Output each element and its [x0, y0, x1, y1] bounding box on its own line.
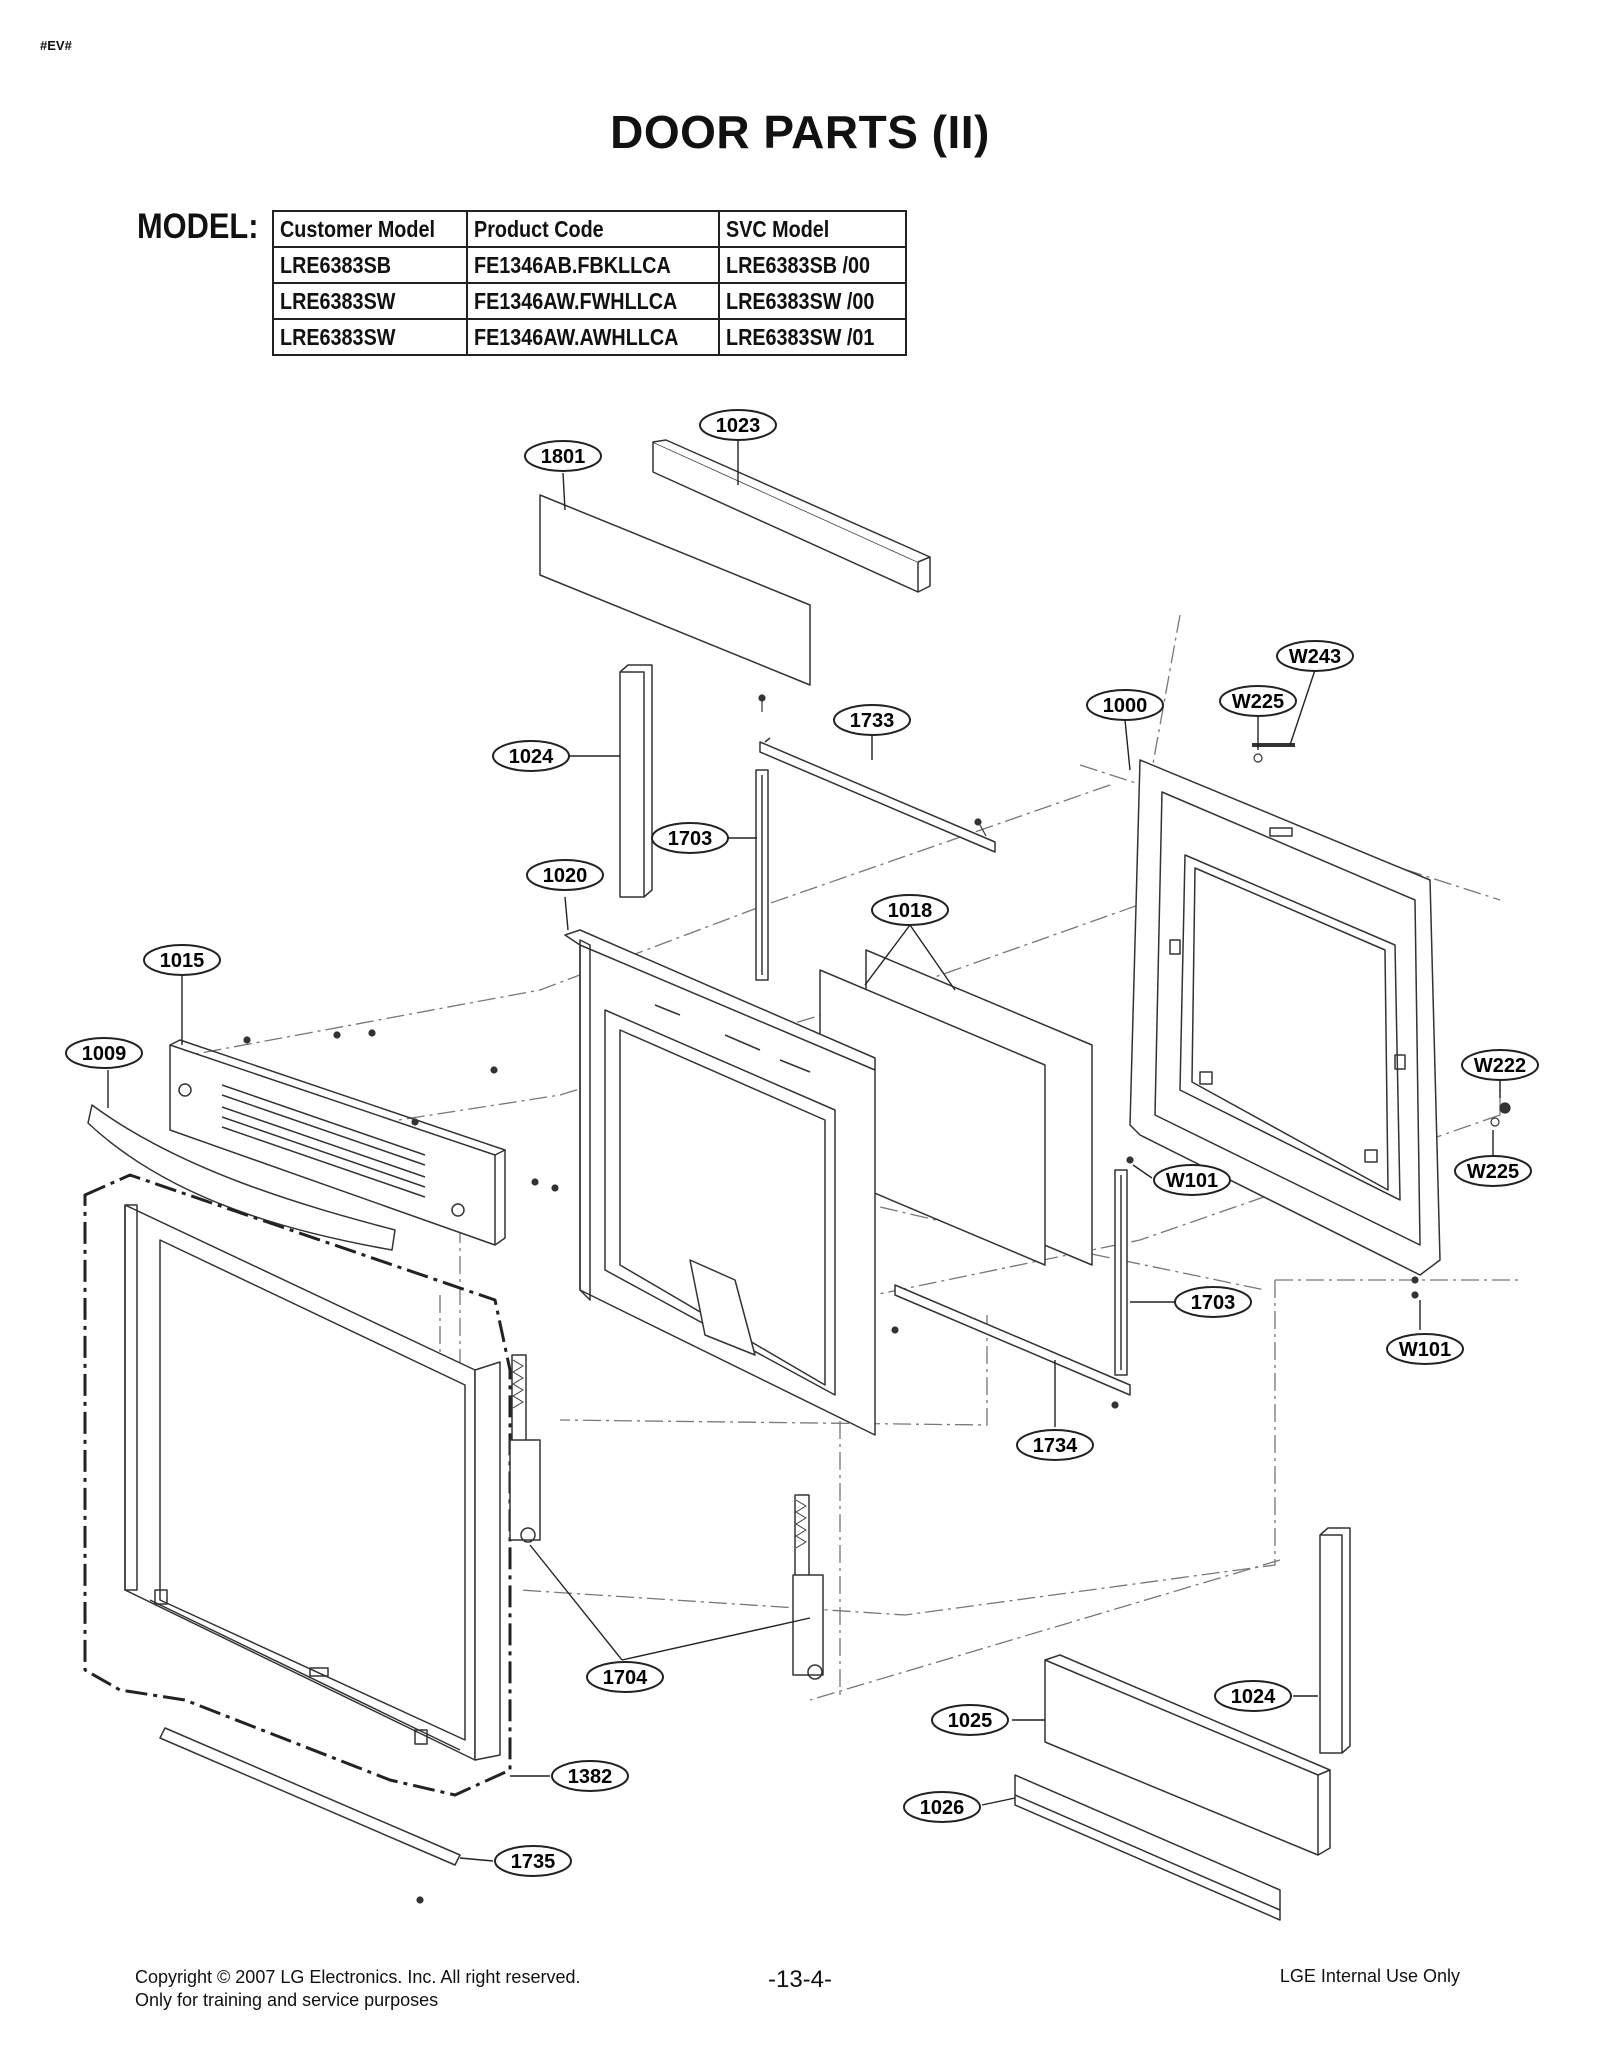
table-row: LRE6383SW FE1346AW.FWHLLCA LRE6383SW /00 — [271, 282, 907, 320]
callout-label: 1382 — [568, 1766, 613, 1788]
callout-label: 1024 — [1231, 1686, 1276, 1708]
callout-label: 1024 — [509, 746, 554, 768]
callout-1801: 1801 — [524, 440, 602, 472]
callout-1024-top: 1024 — [492, 740, 570, 772]
callout-1025: 1025 — [931, 1704, 1009, 1736]
callout-label: 1015 — [160, 950, 205, 972]
callout-w222: W222 — [1461, 1049, 1539, 1081]
callout-w225-right: W225 — [1454, 1155, 1532, 1187]
callout-1704: 1704 — [586, 1661, 664, 1693]
callout-label: 1703 — [1191, 1292, 1236, 1314]
callout-1024-bottom: 1024 — [1214, 1680, 1292, 1712]
leader-lines — [107, 440, 1501, 1862]
hinge-1704-left — [509, 1354, 541, 1543]
callout-w101-right: W101 — [1386, 1333, 1464, 1365]
column-header: Product Code — [466, 210, 720, 248]
callout-label: 1026 — [920, 1797, 965, 1819]
outer-door-assembly-1382 — [83, 1173, 512, 1797]
callout-label: 1703 — [668, 828, 713, 850]
callout-1009: 1009 — [65, 1037, 143, 1069]
callout-label: 1023 — [716, 415, 761, 437]
customer-model-cell: LRE6383SW — [271, 318, 469, 356]
customer-model-cell: LRE6383SB — [271, 246, 469, 284]
callout-1000: 1000 — [1086, 689, 1164, 721]
customer-model-cell: LRE6383SW — [271, 282, 469, 320]
bracket-1733 — [759, 741, 996, 853]
callout-1023: 1023 — [699, 409, 777, 441]
callout-label: W222 — [1474, 1055, 1526, 1077]
outer-door-frame — [124, 1204, 501, 1761]
model-table: Customer Model Product Code SVC Model LR… — [271, 210, 907, 356]
callout-w101-mid: W101 — [1153, 1164, 1231, 1196]
footer-copyright: Copyright © 2007 LG Electronics. Inc. Al… — [135, 1966, 580, 2012]
callout-1703-left: 1703 — [651, 822, 729, 854]
copyright-text: Copyright © 2007 LG Electronics. Inc. Al… — [135, 1967, 581, 1987]
callout-label: 1018 — [888, 900, 933, 922]
product-code-cell: FE1346AW.AWHLLCA — [466, 318, 720, 356]
callout-w243: W243 — [1276, 640, 1354, 672]
callout-label: 1704 — [603, 1667, 648, 1689]
callout-label: 1733 — [850, 710, 895, 732]
model-table-header: Customer Model Product Code SVC Model — [271, 210, 907, 248]
control-panel-1015 — [169, 1039, 506, 1246]
svc-model-cell: LRE6383SW /01 — [717, 318, 907, 356]
callout-label: 1801 — [541, 446, 586, 468]
callout-label: W225 — [1467, 1161, 1519, 1183]
insulation-1024-bottom — [1319, 1534, 1343, 1754]
bottom-trim-1735 — [159, 1727, 461, 1866]
document-tag: #EV# — [40, 38, 72, 53]
svc-model-cell: LRE6383SW /00 — [717, 282, 907, 320]
callout-label: 1009 — [82, 1043, 127, 1065]
column-header: Customer Model — [271, 210, 469, 248]
page-number: -13-4- — [767, 1966, 833, 1993]
training-text: Only for training and service purposes — [135, 1990, 439, 2010]
callout-1018: 1018 — [871, 894, 949, 926]
bracket-1734 — [894, 1284, 1131, 1396]
callout-label: W101 — [1399, 1339, 1451, 1361]
callout-1015: 1015 — [143, 944, 221, 976]
inner-frame-1000 — [1129, 759, 1441, 1276]
callout-label: 1735 — [511, 1851, 556, 1873]
callout-label: 1734 — [1033, 1435, 1078, 1457]
callout-1382: 1382 — [551, 1760, 629, 1792]
hinge-1704-right — [792, 1494, 824, 1680]
callout-label: W101 — [1166, 1170, 1218, 1192]
callout-1733: 1733 — [833, 704, 911, 736]
callout-1026: 1026 — [903, 1791, 981, 1823]
door-liner-1020 — [564, 929, 876, 1436]
product-code-cell: FE1346AW.FWHLLCA — [466, 282, 720, 320]
callout-label: W225 — [1232, 691, 1284, 713]
callouts: 1023 1801 W243 1000 W225 1733 1024 1703 … — [65, 409, 1539, 1877]
screw-set — [243, 694, 1511, 1904]
callout-label: W243 — [1289, 646, 1341, 668]
callout-w225-top: W225 — [1219, 685, 1297, 717]
callout-label: 1025 — [948, 1710, 993, 1732]
page-title: DOOR PARTS (II) — [610, 106, 990, 158]
callout-label: 1020 — [543, 865, 588, 887]
callout-1020: 1020 — [526, 859, 604, 891]
callout-1734: 1734 — [1016, 1429, 1094, 1461]
callout-1703-right: 1703 — [1174, 1286, 1252, 1318]
glass-panel-1801 — [539, 494, 811, 686]
callout-1735: 1735 — [494, 1845, 572, 1877]
callout-label: 1000 — [1103, 695, 1148, 717]
model-label: MODEL: — [137, 207, 259, 246]
door-handle-1009 — [87, 1104, 396, 1251]
svc-model-cell: LRE6383SB /00 — [717, 246, 907, 284]
table-row: LRE6383SB FE1346AB.FBKLLCA LRE6383SB /00 — [271, 246, 907, 284]
insulation-1024-top — [619, 671, 645, 898]
table-row: LRE6383SW FE1346AW.AWHLLCA LRE6383SW /01 — [271, 318, 907, 356]
product-code-cell: FE1346AB.FBKLLCA — [466, 246, 720, 284]
column-header: SVC Model — [717, 210, 907, 248]
internal-use-label: LGE Internal Use Only — [1279, 1966, 1460, 1986]
